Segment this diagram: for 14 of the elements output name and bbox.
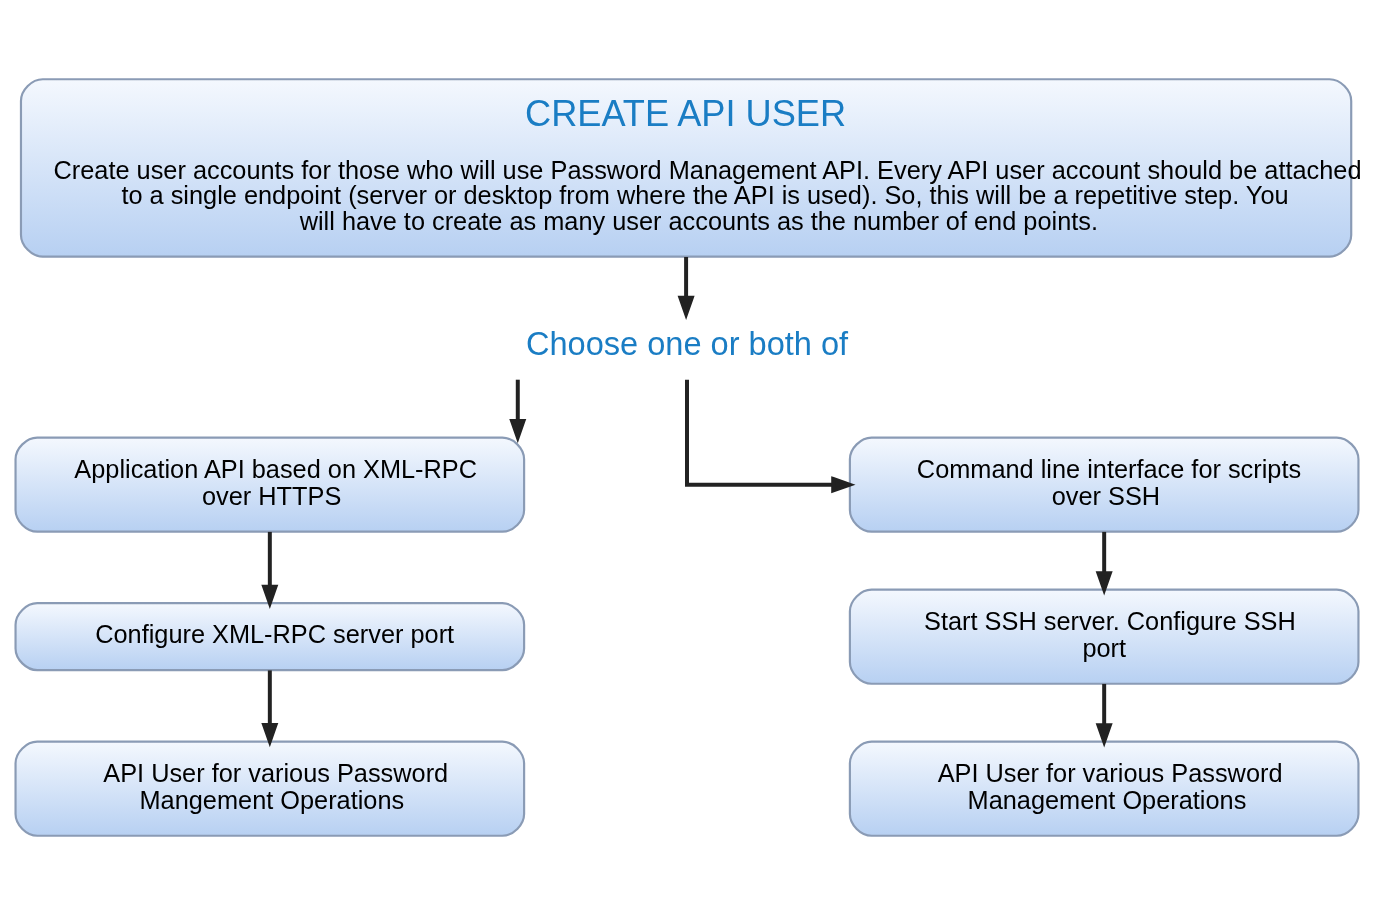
arrow [261,670,279,748]
arrow [1095,531,1113,596]
node-box: Application API based on XML-RPC over HTTPS [14,436,526,533]
node-text: Choose one or both of [525,326,849,363]
node-box: API User for various Password Management Operations [848,740,1360,837]
node-box: Configure XML-RPC server port [14,602,526,672]
arrow [685,379,856,494]
node-box: Start SSH server. Configure SSH port [848,588,1360,685]
node-box: Command line interface for scripts over SSH [848,436,1360,533]
arrow [677,257,695,321]
node-box: API User for various Password Mangement Operations [14,740,526,837]
arrow [509,379,527,444]
arrow [261,531,279,609]
arrow [1095,683,1113,748]
